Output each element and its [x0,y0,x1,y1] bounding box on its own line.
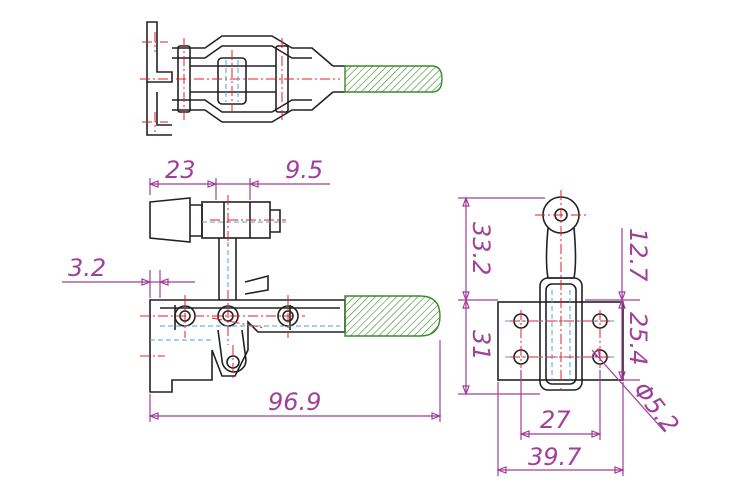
dim-33-2: 33.2 [467,222,495,275]
dim-23: 23 [165,156,196,184]
dim-25-4: 25.4 [624,312,652,365]
dim-hole-diameter: Φ5.2 [627,376,684,438]
top-view [140,21,443,136]
dim-9-5: 9.5 [285,156,323,184]
top-handle-grip [344,65,443,93]
dim-12-7: 12.7 [624,228,652,282]
base-plate [149,299,346,393]
dim-31: 31 [467,330,495,361]
spindle-tip [149,197,191,243]
dim-3-2: 3.2 [68,254,106,282]
front-handle-grip [344,295,441,337]
side-view [497,190,624,391]
dimension-lines [62,178,666,476]
dim-39-7: 39.7 [528,443,582,471]
front-view [140,195,441,393]
dim-27: 27 [540,406,571,434]
dim-96-9: 96.9 [268,388,321,416]
